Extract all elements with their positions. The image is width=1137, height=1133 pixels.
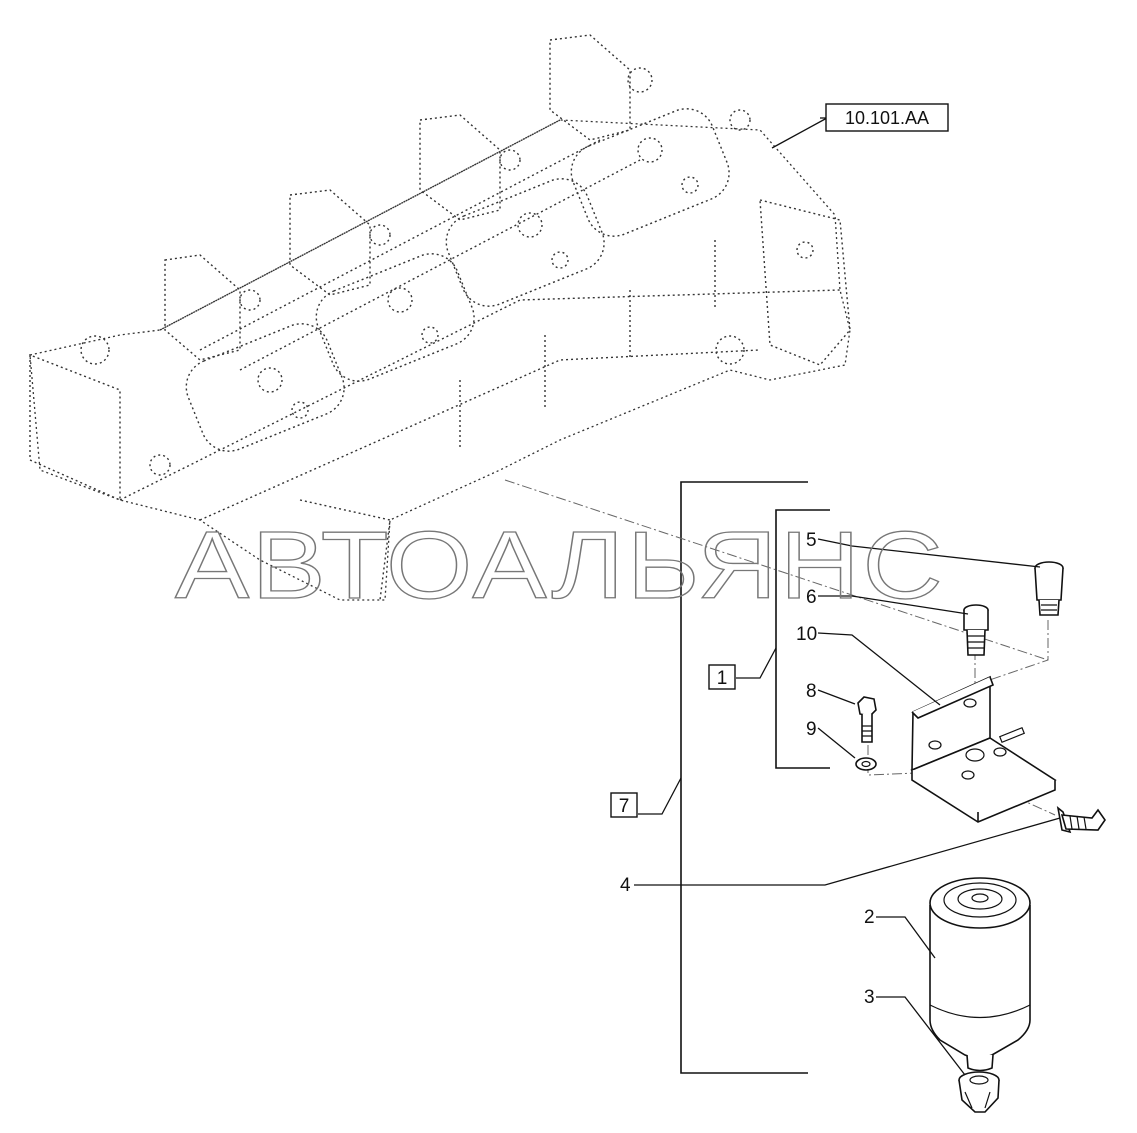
drain-plug-part-3-icon: [958, 1071, 1000, 1113]
screw-part-4-icon: [1056, 806, 1106, 834]
callout-1: 1: [717, 668, 728, 689]
assembly-bracket-7: [680, 481, 808, 1074]
filter-bracket-icon: [910, 675, 1057, 823]
callout-9[interactable]: 9: [806, 719, 817, 740]
callout-4[interactable]: 4: [620, 875, 631, 896]
callout-7: 7: [619, 796, 630, 817]
bolt-part-8-icon: [857, 696, 877, 743]
watermark-text: АВТОАЛЬЯНС: [175, 512, 945, 619]
reference-label: 10.101.AA: [845, 108, 929, 128]
washer-part-9-icon: [855, 757, 877, 771]
callout-2[interactable]: 2: [864, 907, 875, 928]
callouts: 5 6 10 8 9 4 2 3 1 7: [610, 530, 875, 1008]
callout-7-box[interactable]: 7: [610, 792, 638, 818]
callout-5[interactable]: 5: [806, 530, 817, 551]
callout-10[interactable]: 10: [796, 624, 817, 645]
fuel-filter-cartridge-icon: [929, 877, 1031, 1072]
callout-6[interactable]: 6: [806, 587, 817, 608]
reference-callout[interactable]: 10.101.AA: [771, 103, 949, 149]
leader-lines: [634, 538, 1061, 1076]
assembly-bracket-1: [775, 509, 830, 769]
adapter-part-6-icon: [963, 604, 989, 656]
cylinder-head-outline-icon: [29, 34, 851, 601]
fitting-part-5-icon: [1034, 561, 1064, 616]
callout-8[interactable]: 8: [806, 681, 817, 702]
callout-3[interactable]: 3: [864, 987, 875, 1008]
callout-1-box[interactable]: 1: [708, 664, 736, 690]
